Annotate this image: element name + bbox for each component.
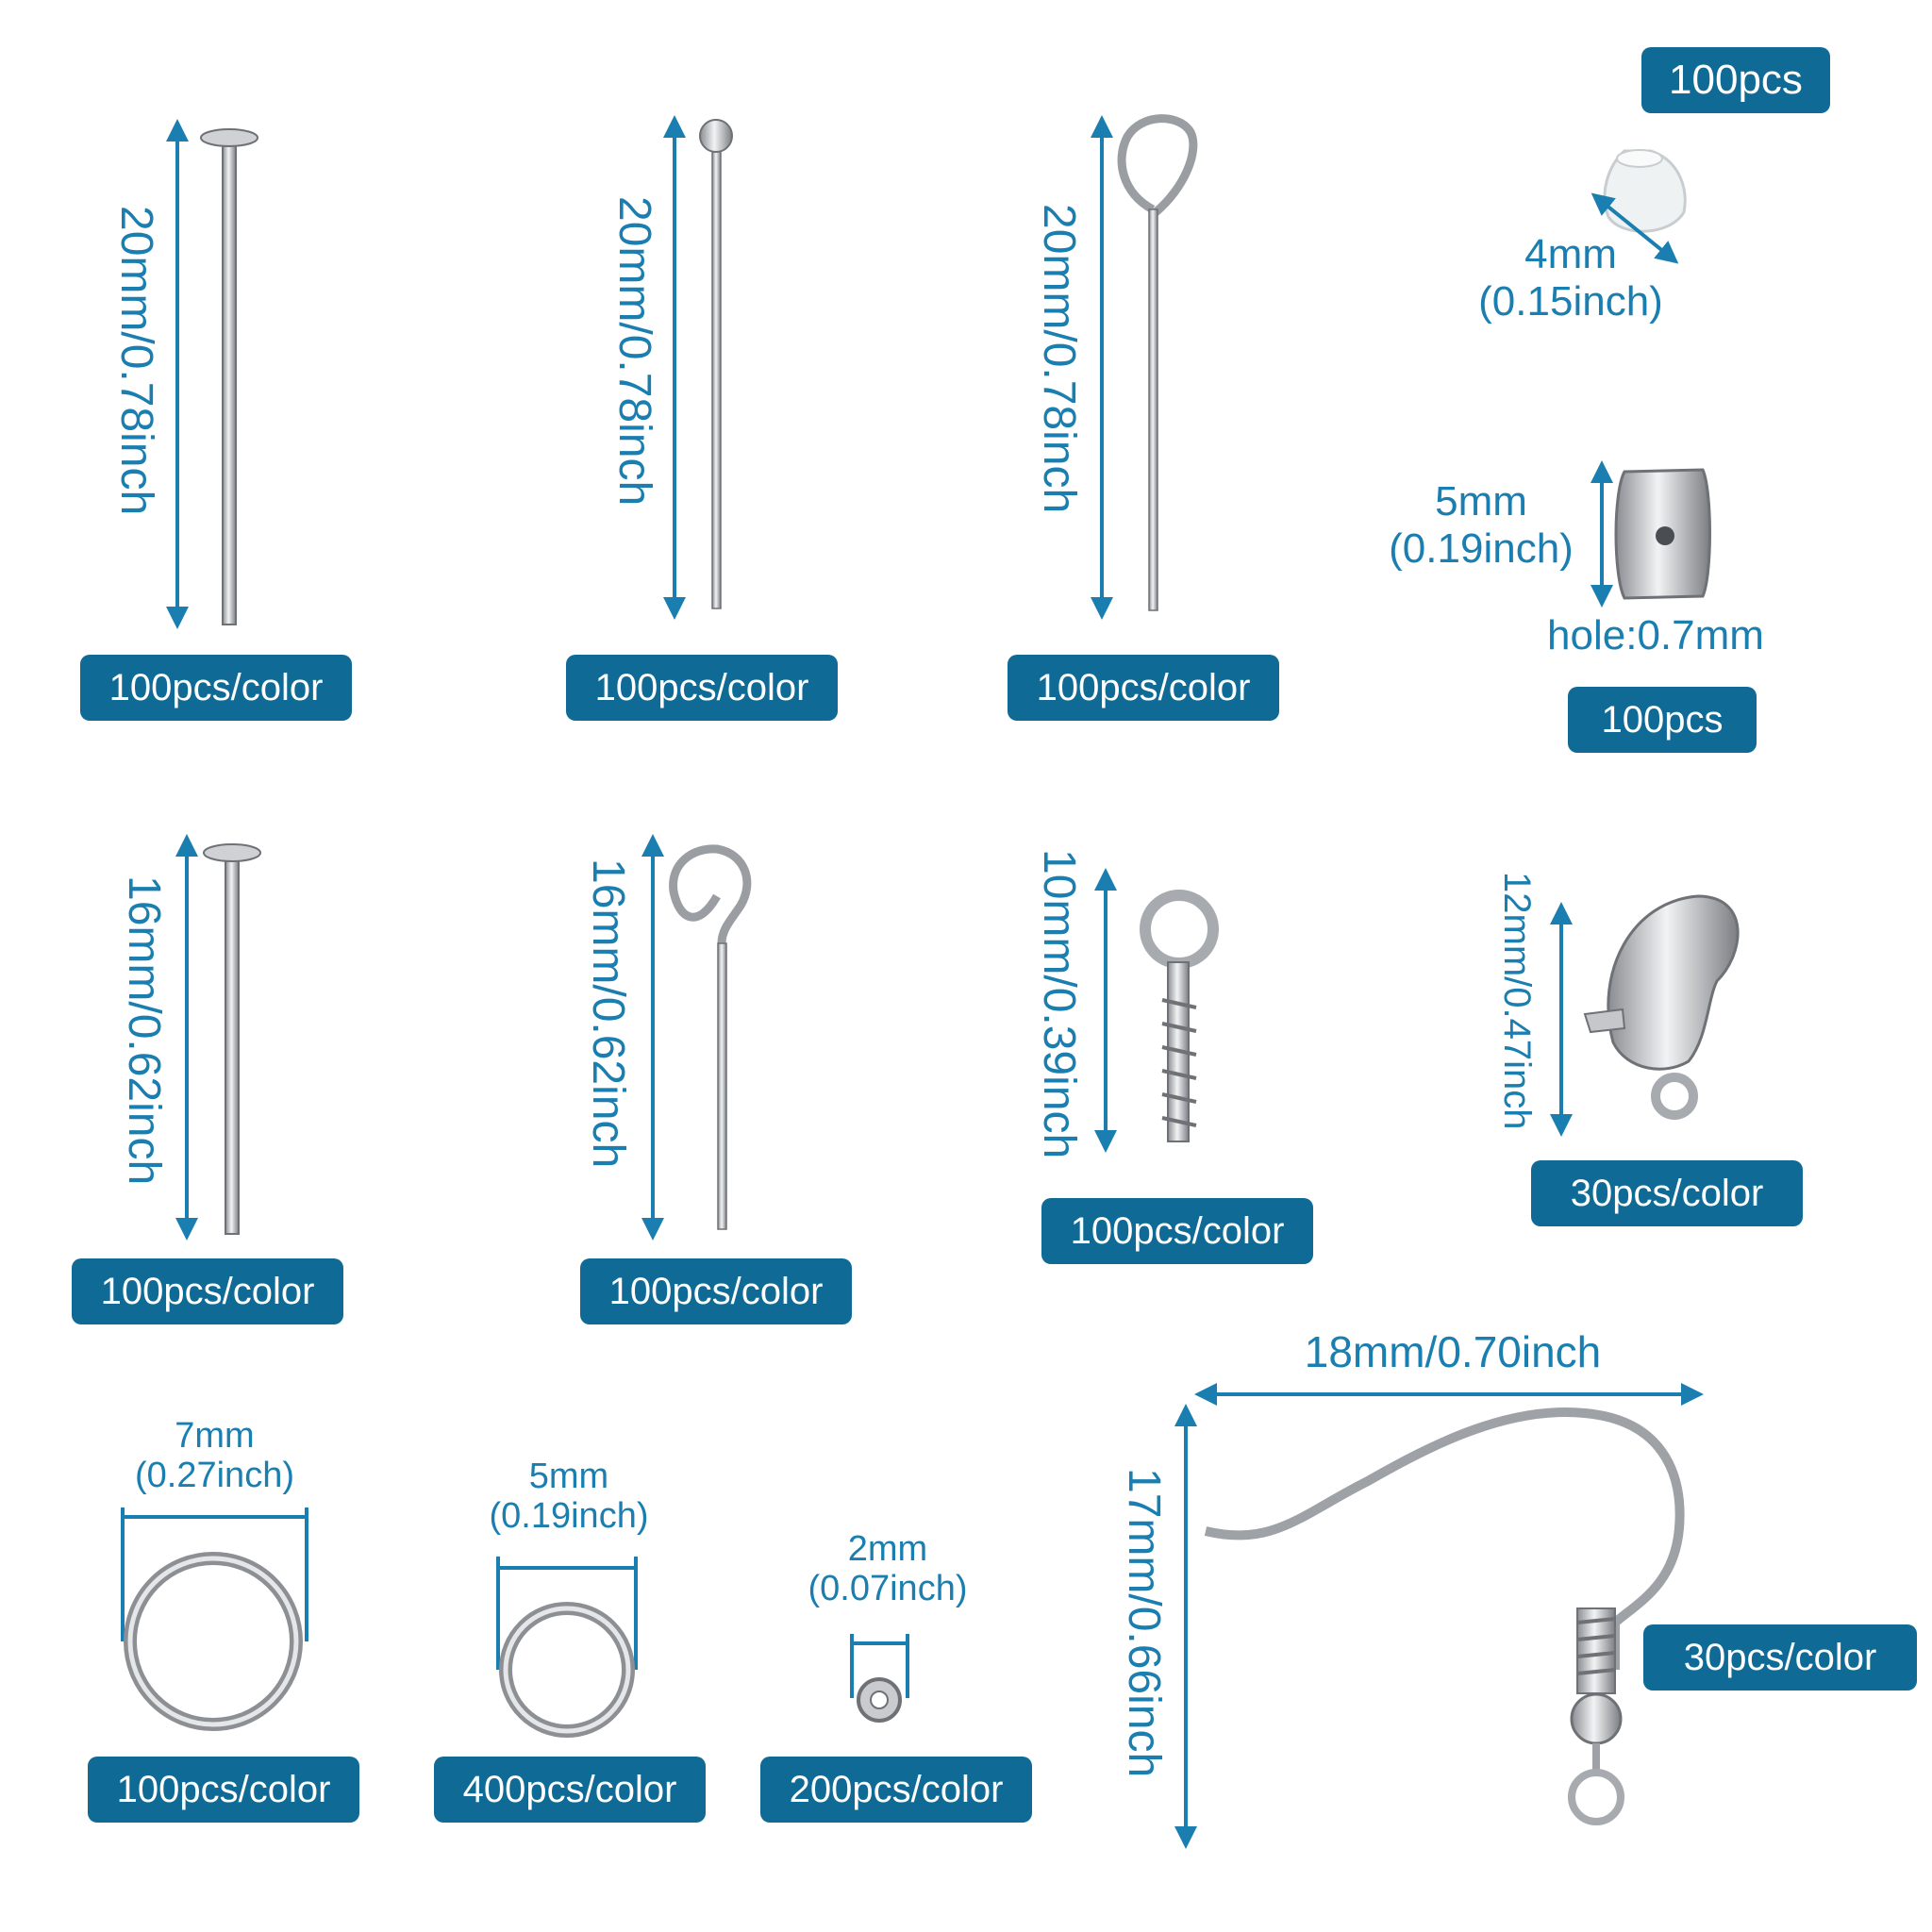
flat-headpin-20-length: 20mm/0.78inch [111, 206, 161, 516]
eye-pin-20-qty-badge: 100pcs/color [1008, 655, 1279, 721]
lobster-clasp-qty-badge: 30pcs/color [1531, 1160, 1803, 1226]
flat-headpin-20-qty-badge: 100pcs/color [80, 655, 352, 721]
jump-ring-5-qty-badge: 400pcs/color [434, 1757, 706, 1823]
screw-eye-pin-icon [1094, 868, 1219, 1153]
earring-hook-height: 17mm/0.66inch [1119, 1468, 1169, 1778]
eye-pin-icon [1091, 114, 1198, 620]
jump-ring-5-size-mm: 5mm [528, 1457, 609, 1496]
screw-eye-qty-badge: 100pcs/color [1041, 1198, 1313, 1264]
rubber-back-size-inch: (0.15inch) [1478, 278, 1663, 325]
ball-head-pin-icon [663, 115, 733, 620]
jump-ring-5-size-inch: (0.19inch) [489, 1496, 649, 1536]
crimp-bead-qty-badge: 200pcs/color [760, 1757, 1032, 1823]
eye-pin-16-qty-badge: 100pcs/color [580, 1258, 852, 1324]
rubber-back-qty-badge: 100pcs [1641, 47, 1830, 113]
ball-headpin-20-length: 20mm/0.78inch [609, 196, 659, 507]
rubber-earring-back-icon [1591, 149, 1687, 264]
eye-pin-icon [641, 834, 752, 1241]
jump-ring-7-qty-badge: 100pcs/color [88, 1757, 359, 1823]
jump-ring-icon [121, 1507, 308, 1731]
jump-ring-7-size-inch: (0.27inch) [135, 1456, 294, 1495]
earring-hook-icon [1174, 1383, 1704, 1849]
metal-back-size-mm: 5mm [1435, 478, 1527, 525]
earring-hook-width: 18mm/0.70inch [1304, 1327, 1602, 1376]
metal-back-size-inch: (0.19inch) [1389, 525, 1574, 572]
metal-back-qty-badge: 100pcs [1568, 687, 1757, 753]
ball-headpin-20-qty-badge: 100pcs/color [566, 655, 838, 721]
flat-headpin-16-length: 16mm/0.62inch [119, 875, 169, 1186]
crimp-bead-size-mm: 2mm [847, 1529, 928, 1569]
jump-ring-7-size-mm: 7mm [175, 1416, 255, 1456]
eye-pin-20-length: 20mm/0.78inch [1034, 204, 1084, 514]
crimp-bead-size-inch: (0.07inch) [808, 1569, 968, 1608]
crimp-bead-icon [850, 1634, 909, 1723]
earring-hook-qty-badge: 30pcs/color [1643, 1624, 1917, 1690]
rubber-back-size-mm: 4mm [1524, 231, 1617, 277]
eye-pin-16-length: 16mm/0.62inch [583, 858, 633, 1169]
metal-earring-back-icon [1591, 460, 1711, 608]
flat-headpin-16-qty-badge: 100pcs/color [72, 1258, 343, 1324]
jump-ring-icon [496, 1557, 638, 1738]
lobster-clasp-length: 12mm/0.47inch [1496, 872, 1538, 1130]
lobster-clasp-icon [1550, 894, 1740, 1137]
metal-back-hole-size: hole:0.7mm [1547, 612, 1764, 658]
flat-head-pin-icon [166, 119, 258, 629]
flat-head-pin-icon [175, 834, 261, 1241]
screw-eye-length: 10mm/0.39inch [1034, 849, 1084, 1159]
